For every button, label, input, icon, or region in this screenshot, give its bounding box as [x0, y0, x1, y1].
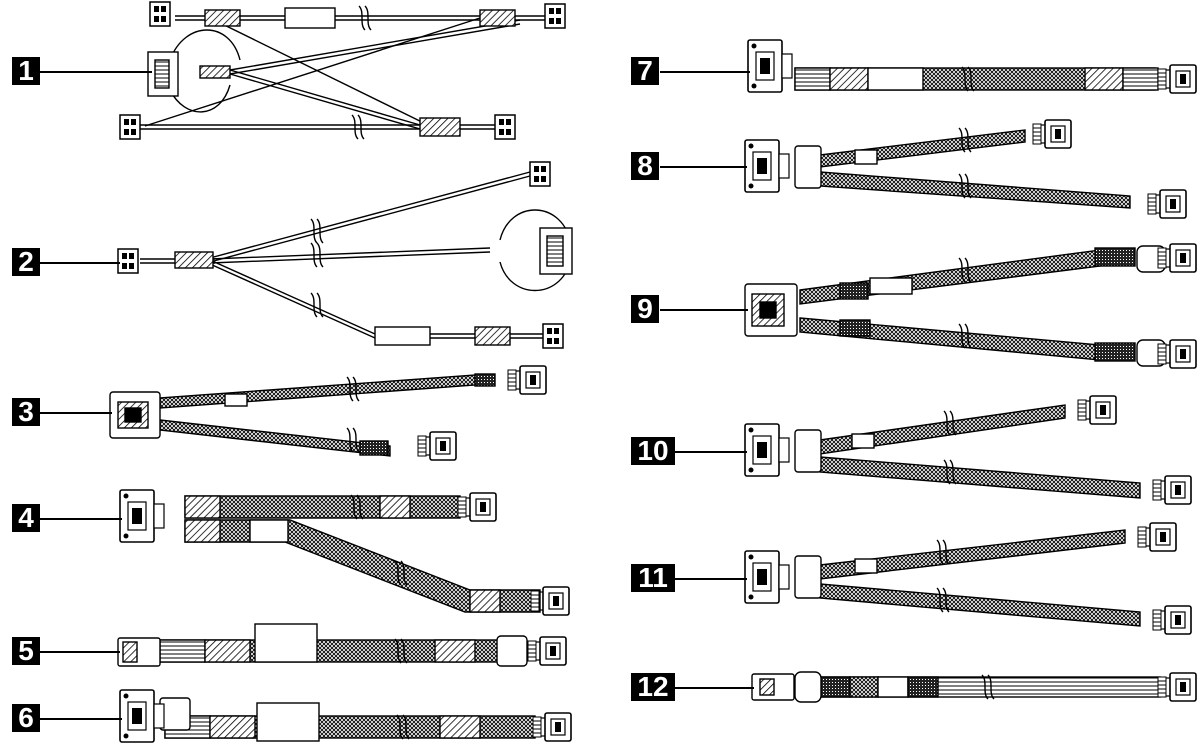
leader-line-4	[40, 518, 122, 520]
cable-9-connector-bottom	[1157, 339, 1197, 369]
cable-9-connector-top	[1157, 243, 1197, 273]
cable-9-drawing	[744, 245, 1166, 367]
leader-line-2	[40, 262, 120, 264]
cable-10-drawing	[794, 404, 1141, 499]
callout-8: 8	[631, 152, 659, 180]
cable-8-connector-bottom	[1147, 189, 1187, 219]
leader-line-11	[674, 578, 747, 580]
leader-line-3	[40, 412, 112, 414]
callout-11: 11	[631, 564, 675, 592]
callout-1: 1	[12, 57, 40, 85]
callout-4: 4	[12, 504, 40, 532]
cable-8-backplane-connector	[744, 139, 790, 193]
cable-12-connector	[1157, 672, 1197, 702]
cable-8-drawing	[794, 129, 1131, 209]
cable-1-connector-bottom-right	[494, 114, 516, 140]
cable-2-connector-left	[117, 248, 139, 274]
cable-7-drawing	[794, 67, 1159, 91]
leader-line-7	[660, 71, 750, 73]
callout-9: 9	[631, 295, 659, 323]
cable-11-connector-top	[1137, 522, 1177, 552]
cable-11-drawing	[794, 529, 1141, 627]
cable-7-connector	[1157, 64, 1197, 94]
cable-1-drawing	[140, 7, 545, 137]
callout-2: 2	[12, 248, 40, 276]
leader-line-1	[40, 71, 152, 73]
cable-2-drawing	[140, 171, 573, 346]
cable-1-break	[358, 5, 372, 31]
cable-4-connector-bottom	[530, 586, 570, 616]
callout-10: 10	[631, 437, 675, 465]
leader-line-8	[660, 166, 747, 168]
cable-1-break	[351, 114, 365, 140]
cable-1-connector-top-right	[544, 3, 566, 29]
cable-3-connector-bottom	[417, 431, 457, 461]
cable-11-connector-bottom	[1152, 605, 1192, 635]
cable-4-backplane-connector	[119, 489, 165, 543]
cable-8-connector-top	[1032, 119, 1072, 149]
cable-10-connector-top	[1077, 395, 1117, 425]
cable-4-drawing	[184, 495, 541, 613]
cable-10-connector-bottom	[1152, 475, 1192, 505]
cable-6-connector	[532, 712, 572, 742]
cable-3-connector-top	[507, 365, 547, 395]
callout-7: 7	[631, 57, 659, 85]
leader-line-10	[674, 451, 747, 453]
cable-2-connector-bottom	[542, 323, 564, 349]
leader-line-6	[40, 718, 122, 720]
cable-1-connector-top-left	[149, 1, 171, 27]
cable-2-break	[310, 292, 324, 318]
callout-6: 6	[12, 704, 40, 732]
cable-3-drawing	[109, 373, 496, 457]
leader-line-9	[660, 309, 748, 311]
cable-1-connector-bottom-left	[119, 114, 141, 140]
cable-6-backplane-connector	[119, 689, 165, 743]
leader-line-12	[674, 687, 754, 689]
cable-2-connector-top	[529, 161, 551, 187]
cable-12-drawing	[751, 671, 1161, 703]
leader-line-5	[40, 651, 120, 653]
cable-7-backplane-connector	[747, 39, 793, 93]
callout-5: 5	[12, 637, 40, 665]
cable-5-connector	[527, 636, 567, 666]
cable-10-backplane-connector	[744, 423, 790, 477]
callout-12: 12	[631, 673, 675, 701]
cable-6-drawing	[159, 697, 536, 742]
callout-3: 3	[12, 398, 40, 426]
cable-4-connector-top	[457, 492, 497, 522]
cable-5-drawing	[117, 623, 528, 667]
cable-11-backplane-connector	[744, 550, 790, 604]
